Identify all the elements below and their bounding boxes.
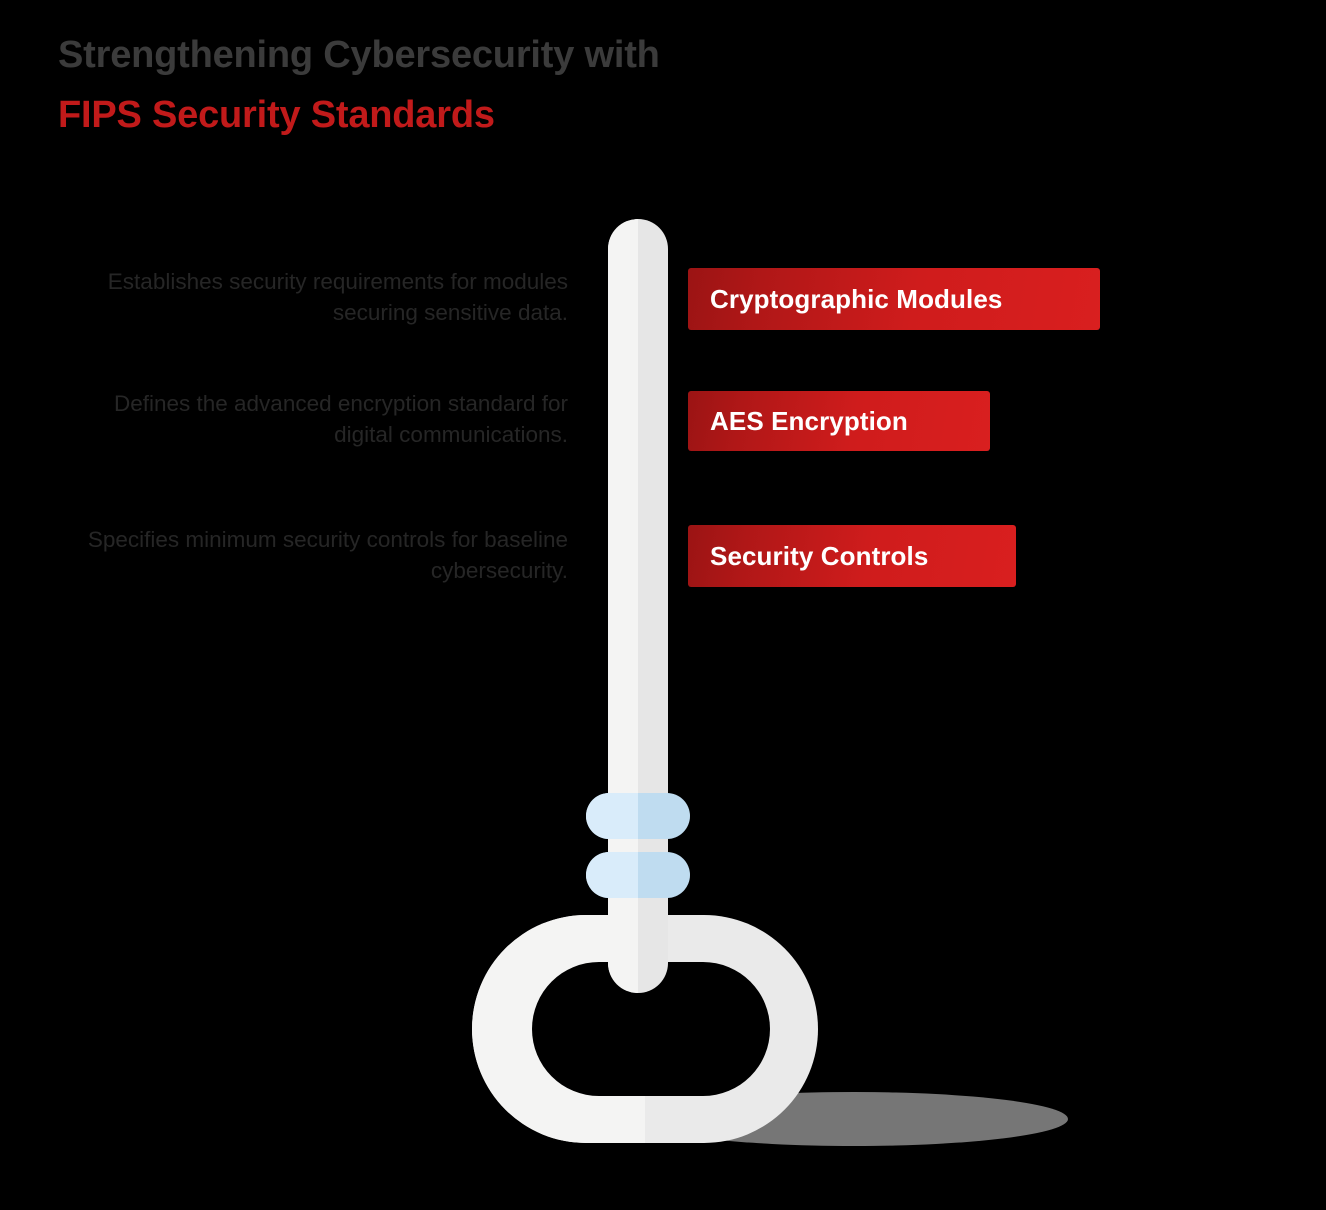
- key-ring-upper-icon: [586, 793, 690, 839]
- page-title: Strengthening Cybersecurity with FIPS Se…: [58, 36, 778, 134]
- label-aes-encryption[interactable]: AES Encryption: [688, 391, 990, 451]
- title-line-accent: FIPS Security Standards: [58, 94, 495, 136]
- label-cryptographic-modules[interactable]: Cryptographic Modules: [688, 268, 1100, 330]
- key-ring-lower-icon: [586, 852, 690, 898]
- label-aes-encryption-text: AES Encryption: [710, 405, 908, 436]
- description-security-controls: Specifies minimum security controls for …: [87, 527, 568, 583]
- title-line-primary: Strengthening Cybersecurity with: [58, 34, 660, 76]
- description-aes-encryption: Defines the advanced encryption standard…: [113, 391, 568, 447]
- label-cryptographic-modules-text: Cryptographic Modules: [710, 283, 1003, 314]
- label-security-controls-text: Security Controls: [710, 540, 929, 571]
- description-cryptographic-modules: Establishes security requirements for mo…: [107, 269, 568, 325]
- label-security-controls[interactable]: Security Controls: [688, 525, 1016, 587]
- key-ring-lower-highlight: [586, 852, 638, 898]
- key-ring-upper-highlight: [586, 793, 638, 839]
